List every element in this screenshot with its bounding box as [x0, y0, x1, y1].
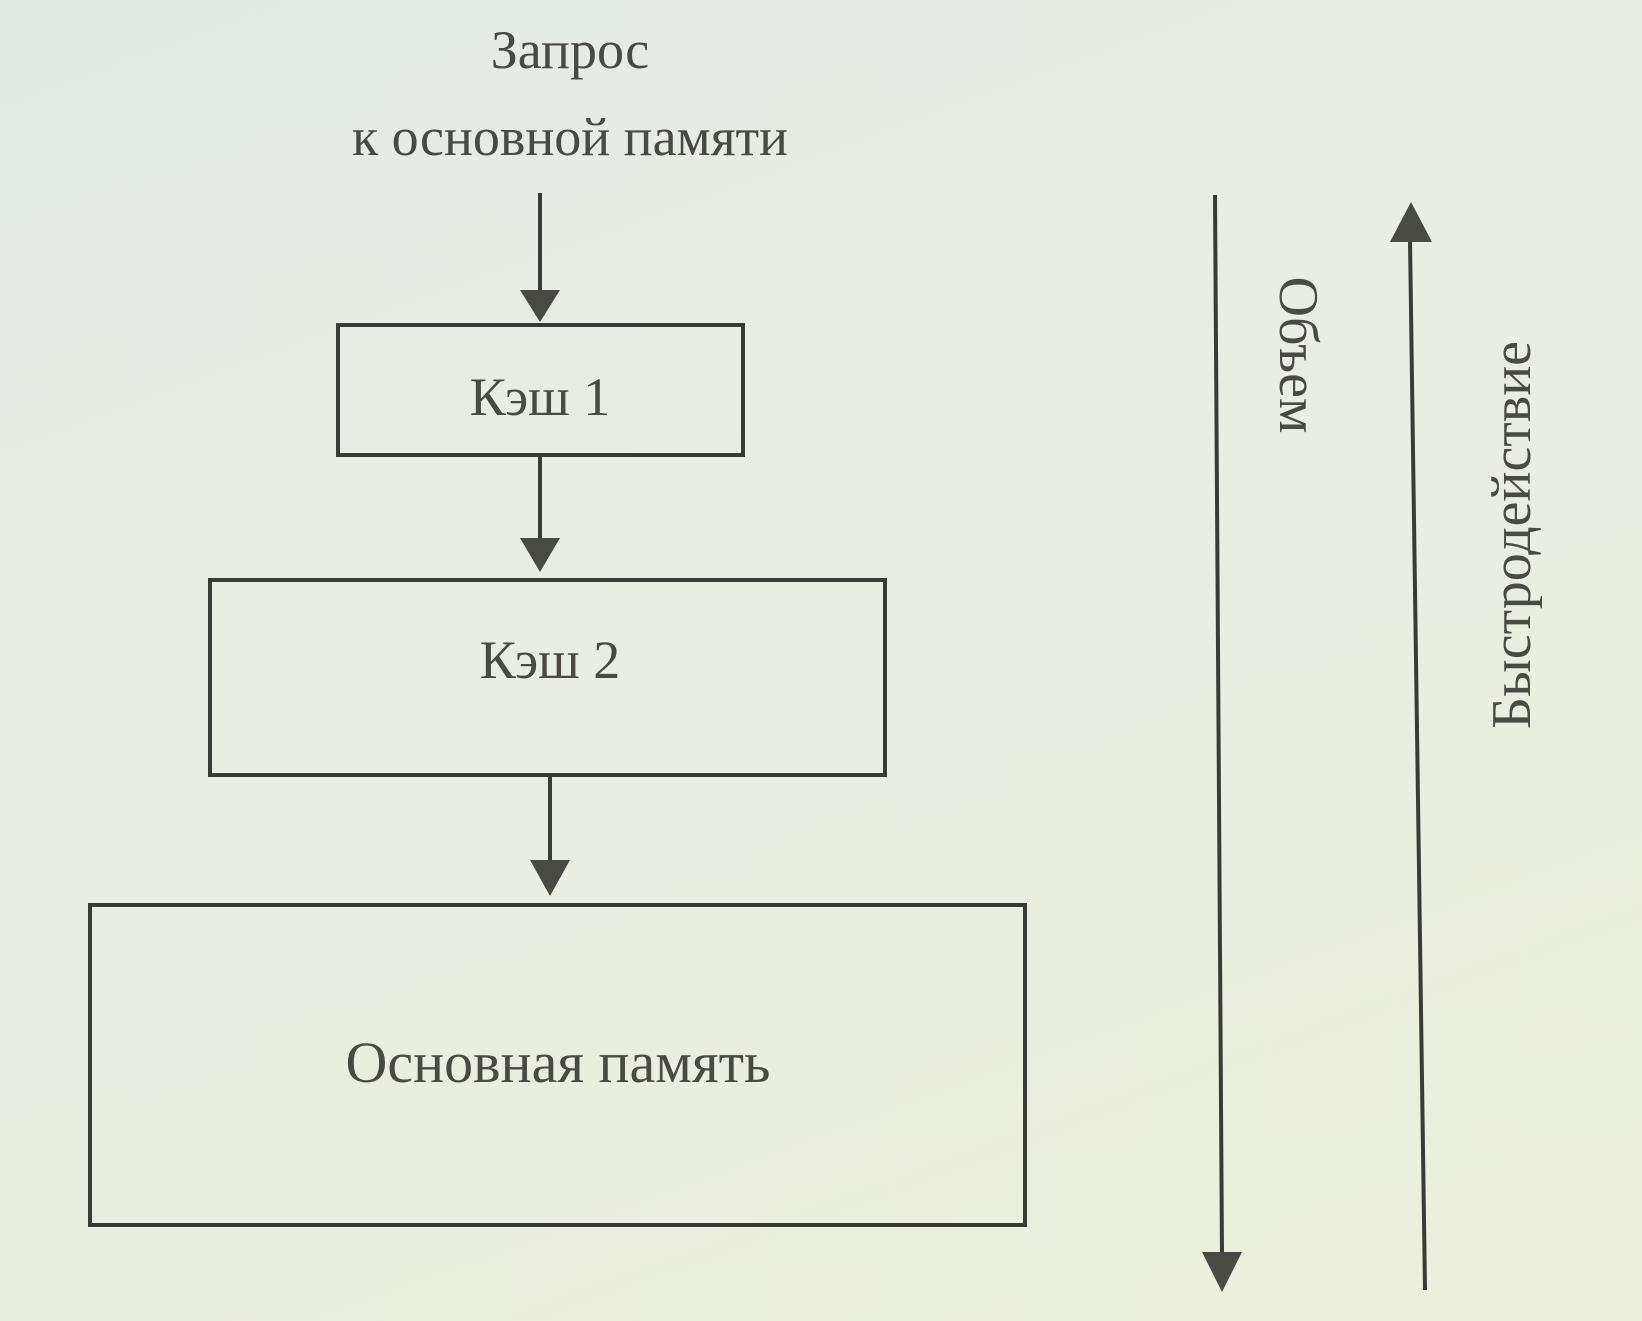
arrow-cache2-to-main-head	[530, 860, 570, 896]
cache1-label: Кэш 1	[470, 367, 611, 427]
volume-axis-arrowhead	[1202, 1252, 1242, 1292]
volume-axis-line	[1213, 194, 1224, 1256]
volume-label: Объем	[1267, 277, 1329, 434]
speed-label: Быстродействие	[1481, 341, 1543, 729]
request-label-line1: Запрос	[491, 20, 650, 80]
arrow-cache1-to-cache2-head	[520, 538, 560, 572]
main-memory-box	[88, 903, 1027, 1227]
speed-axis-arrowhead	[1390, 202, 1432, 242]
speed-axis-line	[1408, 239, 1427, 1291]
arrow-request-to-cache1-head	[520, 290, 560, 322]
cache2-label: Кэш 2	[480, 630, 621, 690]
main-memory-label: Основная память	[346, 1030, 771, 1095]
cache2-box	[208, 578, 887, 777]
request-label-line2: к основной памяти	[352, 107, 788, 167]
